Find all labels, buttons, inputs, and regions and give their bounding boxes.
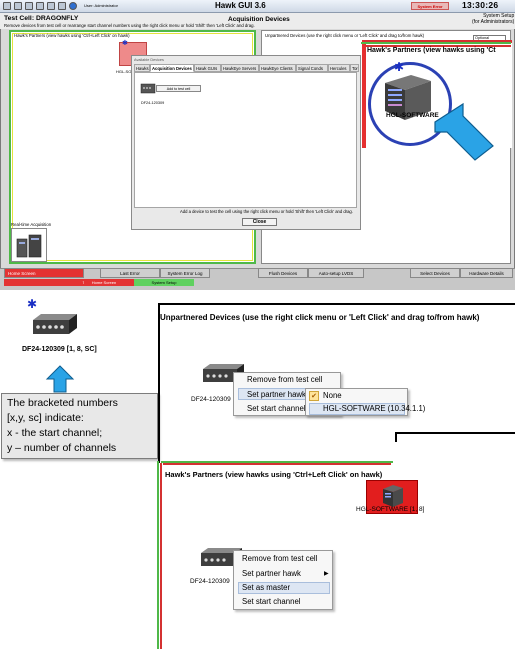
page-header bbox=[0, 13, 515, 29]
select-devices-button[interactable]: Select Devices bbox=[410, 268, 460, 278]
star-icon: ✱ bbox=[122, 40, 128, 47]
menu-set-partner[interactable]: Set partner hawk bbox=[242, 569, 301, 578]
dialog-hint: Add a device to test the cell using the … bbox=[180, 209, 353, 214]
app-title: Hawk GUI 3.6 bbox=[215, 1, 266, 10]
frame-line bbox=[395, 432, 515, 434]
hgl-hawk-label: HGL-SOFTWARE [1, 8] bbox=[356, 506, 425, 513]
hardware-details-button[interactable]: Hardware Details bbox=[460, 268, 513, 278]
note-line-2: [x,y, sc] indicate: bbox=[7, 412, 84, 424]
menu-set-partner[interactable]: Set partner hawk bbox=[247, 390, 306, 399]
status-row-2: Testing Home Screen System Setup bbox=[4, 279, 304, 287]
realtime-acquisition-box[interactable] bbox=[11, 228, 47, 262]
tools-icon[interactable] bbox=[47, 2, 55, 10]
settings-icon[interactable] bbox=[3, 2, 11, 10]
chevron-right-icon: ▶ bbox=[324, 571, 329, 577]
menu-highlight bbox=[238, 582, 330, 594]
green-border-line bbox=[161, 461, 393, 463]
frame-line bbox=[158, 303, 160, 463]
hawk-server-icon[interactable] bbox=[371, 65, 449, 125]
note-line-4: y – number of channels bbox=[7, 442, 117, 454]
submenu-highlight bbox=[309, 403, 405, 415]
red-border-line bbox=[366, 45, 511, 47]
hawk-partners-zoom-title: Hawk's Partners (view hawks using 'Ct bbox=[367, 47, 496, 54]
clock: 13:30:26 bbox=[462, 0, 499, 10]
menu-remove[interactable]: Remove from test cell bbox=[247, 375, 323, 384]
red-border-line bbox=[160, 463, 162, 649]
menu-set-start[interactable]: Set start channel bbox=[247, 404, 306, 413]
submenu-hgl[interactable]: HGL-SOFTWARE (10.34.1.1) bbox=[323, 404, 426, 413]
server-icon bbox=[16, 234, 42, 258]
folder-icon[interactable] bbox=[58, 2, 66, 10]
home-screen-button[interactable]: Home Screen bbox=[4, 268, 84, 278]
dialog-title: Available Devices bbox=[134, 58, 164, 62]
last-error-button[interactable]: Last Error bbox=[100, 268, 160, 278]
tab-acquisition-devices[interactable]: Acquisition Devices bbox=[150, 64, 194, 72]
red-border-line bbox=[163, 463, 391, 465]
note-line-1: The bracketed numbers bbox=[7, 397, 118, 409]
realtime-label: Real-time Acquisition bbox=[11, 222, 52, 227]
device-label: DF24-120309 [1, 8, SC] bbox=[22, 346, 97, 353]
note-box: The bracketed numbers [x,y, sc] indicate… bbox=[1, 393, 158, 459]
device-icon[interactable] bbox=[140, 80, 156, 96]
green-border-line bbox=[361, 42, 511, 44]
partner-submenu: ✔ None HGL-SOFTWARE (10.34.1.1) bbox=[305, 388, 425, 416]
tab-torq[interactable]: Torq bbox=[350, 64, 359, 72]
unpartnered-title: Unpartnered Devices (use the right click… bbox=[160, 313, 480, 322]
unpartnered-title: Unpartnered Devices (use the right click… bbox=[265, 33, 425, 38]
arrow-up-icon bbox=[45, 365, 75, 393]
dialog-device-label: DF24-120309 bbox=[141, 101, 165, 105]
toolbar bbox=[0, 0, 515, 13]
tab-hawk-guis[interactable]: Hawk GUIs bbox=[194, 64, 221, 72]
report-icon[interactable] bbox=[25, 2, 33, 10]
dialog-body bbox=[134, 72, 357, 208]
green-border-line bbox=[157, 461, 159, 649]
system-error-badge[interactable]: System Error bbox=[411, 2, 449, 10]
system-setup-link[interactable]: System Setup (for Administrators) bbox=[472, 13, 515, 25]
status-home: Home Screen bbox=[84, 279, 124, 286]
download-icon[interactable] bbox=[14, 2, 22, 10]
menu-set-master[interactable]: Set as master bbox=[242, 583, 291, 592]
checkmark-icon: ✔ bbox=[309, 391, 319, 401]
error-log-button[interactable]: System Error Log bbox=[160, 268, 210, 278]
star-icon: ✱ bbox=[394, 60, 405, 74]
device-label: DF24-120309 bbox=[190, 578, 230, 585]
frame-line bbox=[395, 432, 397, 442]
menu-set-start[interactable]: Set start channel bbox=[242, 597, 301, 606]
tab-hawkeye-clients[interactable]: HawkEye Clients bbox=[259, 64, 296, 72]
status-system-setup: System Setup bbox=[134, 279, 194, 286]
callout-arrow-icon bbox=[434, 102, 494, 161]
menu-remove[interactable]: Remove from test cell bbox=[242, 554, 318, 563]
note-line-3: x - the start channel; bbox=[7, 427, 103, 439]
user-label: User: Administrator bbox=[84, 3, 119, 8]
tab-hawkeye-servers[interactable]: HawkEye Servers bbox=[221, 64, 259, 72]
device-label: DF24-120309 bbox=[191, 396, 231, 403]
system-setup-label: System Setup bbox=[483, 13, 515, 19]
hgl-zoom-label: HGL-SOFTWARE bbox=[386, 112, 439, 119]
tab-signal-conds[interactable]: Signal Conds bbox=[296, 64, 328, 72]
context-menu: Remove from test cell Set partner hawk ▶… bbox=[233, 550, 333, 610]
dialog-tabs: Hawks Acquisition Devices Hawk GUIs Hawk… bbox=[134, 64, 359, 72]
hawk-partners-title: Hawk's Partners (view hawks using 'Ctrl+… bbox=[165, 470, 383, 479]
tab-hercules[interactable]: Hercules bbox=[328, 64, 350, 72]
test-cell-name: Test Cell: DRAGONFLY bbox=[4, 15, 79, 22]
hawk-partners-title: Hawk's Partners (view hawks using 'Ctrl+… bbox=[14, 33, 130, 38]
add-to-test-cell-button[interactable]: Add to test cell bbox=[156, 85, 201, 92]
system-setup-sub: (for Administrators) bbox=[472, 18, 515, 25]
hgl-hawk-icon[interactable] bbox=[366, 480, 418, 514]
header-instruction: Remove devices from test cell or rearran… bbox=[4, 23, 255, 28]
auto-setup-lvds-button[interactable]: Auto-setup LVDS bbox=[308, 268, 364, 278]
print-icon[interactable] bbox=[36, 2, 44, 10]
submenu-none[interactable]: None bbox=[323, 391, 342, 400]
device-icon[interactable] bbox=[29, 312, 79, 336]
frame-line bbox=[158, 303, 515, 305]
close-button[interactable]: Close bbox=[242, 218, 277, 226]
hawk-server-icon bbox=[383, 485, 403, 507]
page-title: Acquisition Devices bbox=[228, 16, 290, 23]
flush-devices-button[interactable]: Flush Devices bbox=[258, 268, 308, 278]
tab-hawks[interactable]: Hawks bbox=[134, 64, 150, 72]
help-icon[interactable] bbox=[69, 2, 77, 10]
star-icon: ✱ bbox=[27, 297, 38, 311]
